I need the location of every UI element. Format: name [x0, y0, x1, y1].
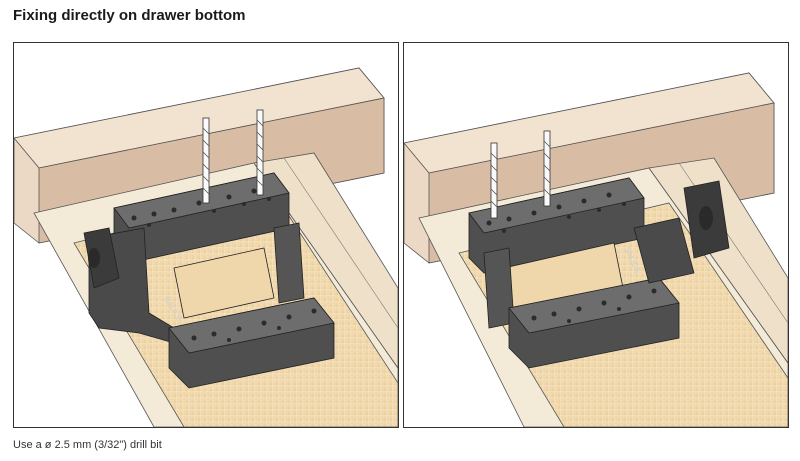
drill-bit-caption: Use a ø 2.5 mm (3/32") drill bit: [13, 439, 162, 451]
drilling-jig-left-icon: SALICE: [14, 67, 398, 427]
illustration-panel-right: SALICE: [403, 42, 789, 428]
illustration-panel-left: SALICE: [13, 42, 399, 428]
page-title: Fixing directly on drawer bottom: [13, 7, 246, 24]
drilling-jig-right-icon: SALICE: [404, 72, 788, 427]
